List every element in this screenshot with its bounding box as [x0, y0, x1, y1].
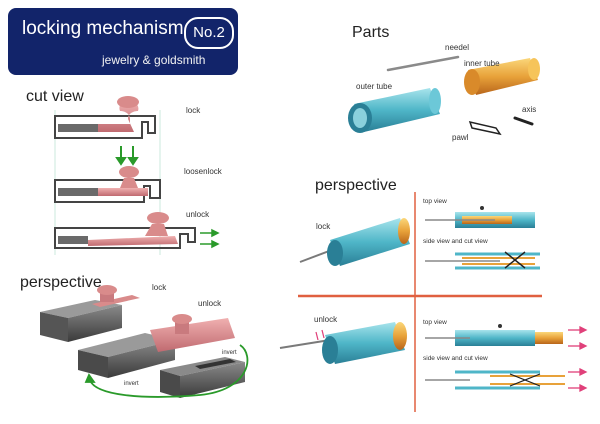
perspective-right-heading: perspective: [315, 177, 397, 194]
top-view-label-2: top view: [423, 319, 447, 326]
cut-view-heading: cut view: [26, 88, 84, 105]
axis-part: [513, 116, 534, 126]
perspective-unlock-block: [78, 314, 235, 378]
needle-part: [386, 55, 460, 72]
top-view-lock: [425, 206, 535, 228]
needle-label: needel: [445, 43, 470, 52]
page-subtitle: jewelry & goldsmith: [102, 53, 206, 67]
outer-tube-part: [348, 88, 441, 133]
right-arrows: [200, 228, 220, 249]
cut-view-loosenlock: [54, 166, 161, 203]
cut-view-unlock: [54, 212, 196, 249]
invert-bottom-label: invert: [124, 381, 139, 387]
invert-top-label: invert: [222, 350, 237, 356]
perspective-lock-block: [40, 285, 140, 342]
side-cut-lock: [425, 251, 540, 270]
pink-arrows: [568, 325, 588, 393]
pawl-label: pawl: [452, 133, 469, 142]
title-banner: [8, 8, 238, 75]
number-badge: No.2: [184, 17, 234, 49]
parts-heading: Parts: [352, 24, 390, 41]
cut-view-lock: [54, 96, 156, 139]
outer-tube-label: outer tube: [356, 82, 393, 91]
perspective-left-heading: perspective: [20, 274, 102, 291]
page-title: locking mechanism: [22, 18, 184, 39]
perspective-left-lock-label: lock: [152, 283, 167, 292]
inner-tube-part: [464, 58, 540, 95]
side-cut-unlock: [425, 370, 565, 390]
unlock-tube-perspective: [279, 322, 407, 364]
perspective-left-unlock-label: unlock: [198, 299, 222, 308]
down-arrows: [115, 146, 139, 166]
side-cut-label-2: side view and cut view: [423, 355, 488, 362]
pawl-part: [468, 120, 502, 136]
invert-curve-arrow: [84, 344, 249, 398]
cut-view-unlock-label: unlock: [186, 210, 210, 219]
perspective-inverted-block: [160, 357, 245, 398]
cut-view-loosenlock-label: loosenlock: [184, 167, 222, 176]
inner-tube-label: inner tube: [464, 59, 500, 68]
top-view-unlock: [425, 324, 563, 346]
axis-label: axis: [522, 105, 537, 114]
lock-tube-perspective: [299, 218, 410, 266]
top-view-label-1: top view: [423, 198, 447, 205]
perspective-right-lock-label: lock: [316, 222, 331, 231]
cut-view-lock-label: lock: [186, 106, 201, 115]
side-cut-label-1: side view and cut view: [423, 238, 488, 245]
perspective-right-unlock-label: unlock: [314, 315, 338, 324]
